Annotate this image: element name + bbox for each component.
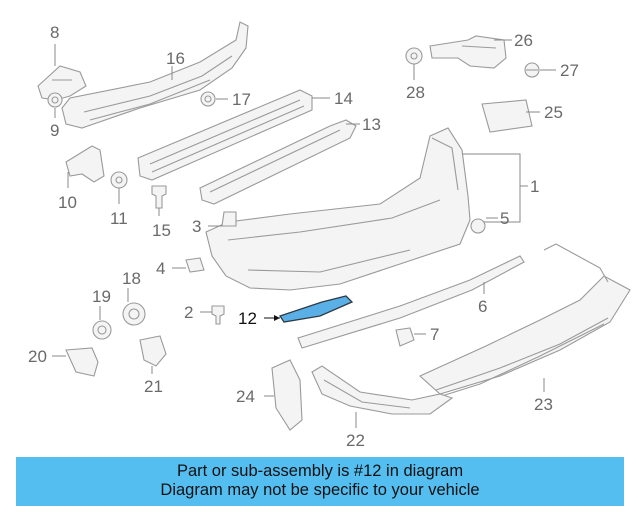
callout-13: 13 <box>362 115 381 134</box>
part-23-diffuser <box>409 243 631 407</box>
part-25-module <box>481 99 533 133</box>
callout-8: 8 <box>50 23 59 42</box>
callout-15: 15 <box>152 221 171 240</box>
part-11-nut <box>110 171 128 189</box>
callout-14: 14 <box>334 89 353 108</box>
callout-4: 4 <box>156 259 165 278</box>
callout-18: 18 <box>122 269 141 288</box>
part-15-bolt <box>151 185 167 209</box>
part-27-bolt <box>524 62 540 78</box>
part-17-nut <box>200 91 216 107</box>
part-12-highlighted <box>278 295 354 323</box>
part-1-bumper-cover <box>205 127 471 291</box>
info-banner: Part or sub-assembly is #12 in diagram D… <box>16 457 624 506</box>
callout-21: 21 <box>144 377 163 396</box>
part-6-trim <box>297 255 525 349</box>
callout-22: 22 <box>346 431 365 450</box>
callout-6: 6 <box>478 297 487 316</box>
part-2-screw <box>211 305 225 325</box>
banner-line-2: Diagram may not be specific to your vehi… <box>160 481 480 499</box>
callout-20: 20 <box>28 347 47 366</box>
part-18-sensor <box>122 302 146 326</box>
callout-23: 23 <box>534 395 553 414</box>
part-22-valance <box>311 365 454 415</box>
part-10-bracket <box>65 145 105 183</box>
callout-1: 1 <box>530 177 539 196</box>
callout-11: 11 <box>110 209 128 228</box>
part-8-bracket <box>37 65 87 101</box>
callout-26: 26 <box>514 31 533 50</box>
parts-diagram: 8 16 17 14 13 9 10 11 15 26 27 28 25 1 3… <box>28 21 631 450</box>
callout-9: 9 <box>50 121 59 140</box>
part-20-bracket <box>65 347 99 377</box>
callout-12: 12 <box>238 309 257 328</box>
part-24-panel <box>271 359 303 431</box>
banner-line-1: Part or sub-assembly is #12 in diagram <box>176 462 464 480</box>
callout-2: 2 <box>184 303 193 322</box>
callout-24: 24 <box>236 387 255 406</box>
callout-3: 3 <box>192 217 201 236</box>
part-4-clip <box>185 257 205 273</box>
part-28-grommet <box>405 47 423 65</box>
callout-16: 16 <box>166 49 185 68</box>
callout-5: 5 <box>500 209 509 228</box>
part-26-bracket <box>429 35 507 69</box>
callout-28: 28 <box>406 83 425 102</box>
callout-19: 19 <box>92 287 111 306</box>
part-3-stop <box>221 211 237 227</box>
part-14-bar <box>137 89 313 181</box>
part-19-ring <box>92 320 112 340</box>
callout-25: 25 <box>544 103 563 122</box>
callout-27: 27 <box>560 61 579 80</box>
part-7-clip <box>395 327 415 347</box>
callout-10: 10 <box>58 193 77 212</box>
part-9-clip <box>47 92 63 108</box>
callout-7: 7 <box>430 325 439 344</box>
part-5-clip <box>470 218 486 234</box>
part-16-absorber <box>61 21 249 129</box>
callout-17: 17 <box>232 90 251 109</box>
part-13-bar <box>199 119 357 205</box>
part-21-bracket <box>139 335 167 367</box>
